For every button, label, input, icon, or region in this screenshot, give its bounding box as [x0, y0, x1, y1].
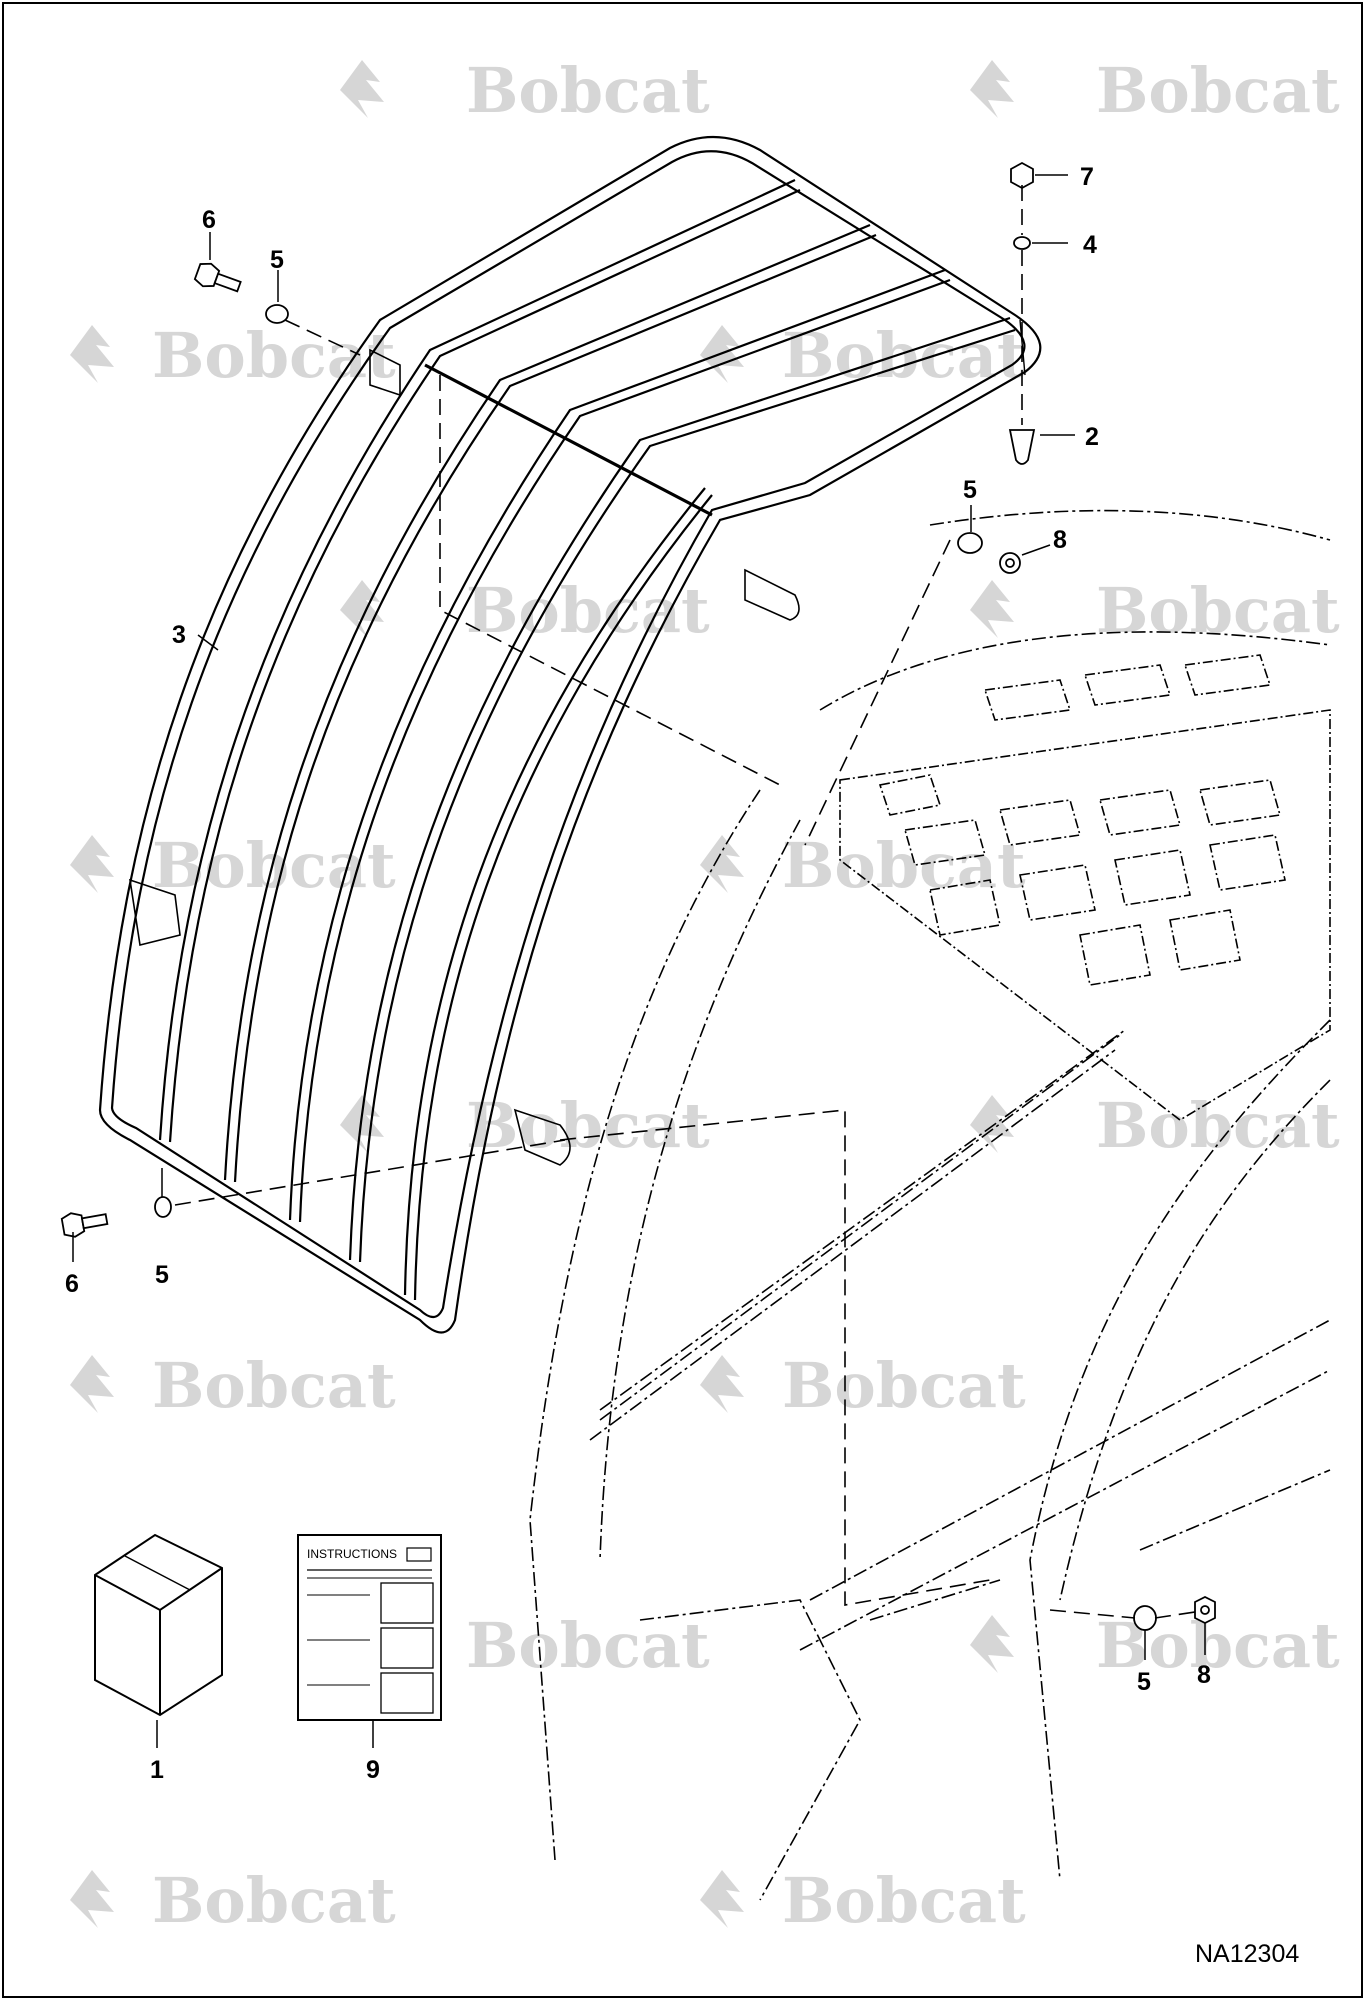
- assembly-lines: [174, 185, 1196, 1619]
- callout-5-bottom-left: 5: [155, 1261, 169, 1289]
- nut-icon: [1194, 1595, 1216, 1625]
- watermark-logo: Bobcat: [970, 574, 1340, 647]
- watermark-logo: Bobcat: [700, 829, 1026, 902]
- watermark-text: Bobcat: [1096, 574, 1340, 647]
- watermark-logo: Bobcat: [700, 1864, 1026, 1937]
- watermark-text: Bobcat: [782, 1349, 1026, 1422]
- instructions-sheet: INSTRUCTIONS: [297, 1534, 442, 1721]
- watermark-logo: Bobcat: [70, 1864, 396, 1937]
- watermark-text: Bobcat: [152, 1349, 396, 1422]
- watermark-layer: Bobcat Bobcat Bobcat Bobcat Bobcat Bobca…: [70, 54, 1340, 1937]
- watermark-text: Bobcat: [782, 829, 1026, 902]
- watermark-text: Bobcat: [466, 574, 710, 647]
- washer-icon: [1013, 236, 1031, 250]
- machine-cab: [529, 509, 1331, 1901]
- washer-icon: [154, 1196, 172, 1218]
- watermark-logo: Bobcat: [70, 319, 396, 392]
- callout-numbers: 6 5 7 4 2 5 8 3 6 5 5 8 1 9: [65, 163, 1211, 1784]
- watermark-logo: Bobcat: [970, 1089, 1340, 1162]
- callout-2: 2: [1085, 423, 1099, 451]
- callout-3: 3: [172, 621, 186, 649]
- washer-icon: [1133, 1605, 1157, 1631]
- watermark-text: Bobcat: [466, 1609, 710, 1682]
- callout-leaders: [72, 174, 1206, 1748]
- watermark-text: Bobcat: [1096, 1089, 1340, 1162]
- watermark-text: Bobcat: [782, 1864, 1026, 1937]
- callout-4: 4: [1083, 231, 1097, 259]
- callout-5-bottom-right: 5: [1137, 1668, 1151, 1696]
- callout-1: 1: [150, 1756, 164, 1784]
- capscrew-icon: [193, 262, 242, 293]
- callout-6-bottom: 6: [65, 1270, 79, 1298]
- callout-6-top: 6: [202, 206, 216, 234]
- callout-8-bottom: 8: [1197, 1661, 1211, 1689]
- watermark-logo: Bobcat: [340, 1089, 710, 1162]
- washer-icon: [265, 304, 289, 324]
- watermark-logo: Bobcat: [970, 54, 1340, 127]
- capscrew-icon: [60, 1212, 109, 1238]
- callout-7: 7: [1080, 163, 1094, 191]
- watermark-logo: Bobcat: [340, 54, 710, 127]
- watermark-logo: Bobcat: [70, 1349, 396, 1422]
- washer-icon: [957, 532, 983, 554]
- watermark-text: Bobcat: [152, 1864, 396, 1937]
- instructions-title: INSTRUCTIONS: [307, 1547, 397, 1561]
- watermark-text: Bobcat: [466, 54, 710, 127]
- nut-icon: [999, 552, 1021, 574]
- parts-kit-box: [94, 1533, 223, 1717]
- callout-8-top: 8: [1053, 526, 1067, 554]
- watermark-text: Bobcat: [1096, 54, 1340, 127]
- watermark-text: Bobcat: [1096, 1609, 1340, 1682]
- watermark-text: Bobcat: [466, 1089, 710, 1162]
- callout-9: 9: [366, 1756, 380, 1784]
- drawing-number: NA12304: [1195, 1940, 1300, 1968]
- watermark-logo: Bobcat: [700, 1349, 1026, 1422]
- hardware: [60, 161, 1216, 1631]
- callout-5-top-left: 5: [270, 246, 284, 274]
- cab-grille: [839, 654, 1331, 1121]
- nut-icon: [1010, 161, 1034, 190]
- rubber-bumper-icon: [1008, 429, 1036, 465]
- callout-5-right: 5: [963, 476, 977, 504]
- watermark-logo: Bobcat: [340, 574, 710, 647]
- top-guard: [98, 135, 1042, 1334]
